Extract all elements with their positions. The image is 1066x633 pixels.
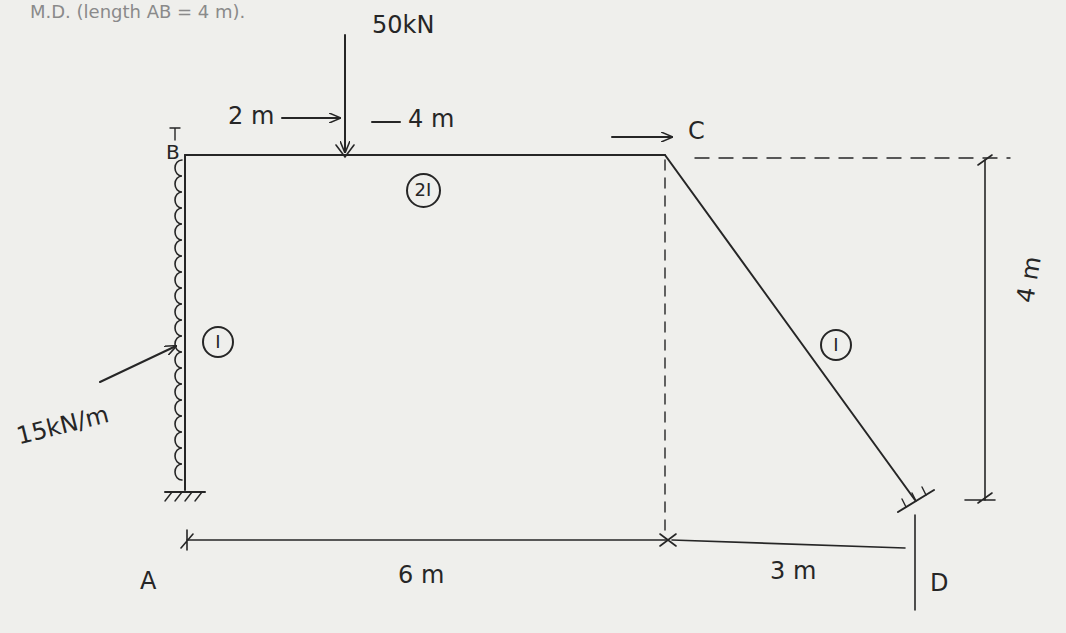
dimension-label: M.D. (length AB = 4 m). [30,2,245,23]
dimension-line [612,136,672,138]
dimension-tick [181,515,915,610]
dimension-label: 6 m [398,562,444,590]
dimension-label: 4 m [1012,254,1047,304]
column-ab [184,155,186,490]
projection-line [695,157,1010,158]
dimension-line [672,540,905,548]
load-point [336,145,354,157]
member-label: I [833,336,838,354]
dimension-label: C [688,118,705,146]
dimension-label: D [930,570,948,598]
dimension-tick [965,155,995,503]
dimension-label: 2 m [228,103,274,131]
dimension-label: A [140,568,156,596]
dimension-label: 4 m [408,106,454,134]
support-hatch [165,492,202,501]
projection-line [664,160,665,535]
member-property-circle: 2I [406,173,441,208]
dimension-line [984,160,986,500]
dimension-line [187,539,668,541]
dimension-label: 3 m [770,558,816,586]
member-label: 2I [415,181,432,199]
dimension-line [372,121,400,123]
inclined-member-cd [665,155,915,500]
tick-mark [170,128,180,140]
dimension-label: 15kN/m [14,401,112,450]
member-property-circle: I [820,329,852,361]
support-hatch [902,487,926,507]
member-property-circle: I [202,326,234,358]
beam-bc [185,154,665,156]
dimension-label: 50kN [372,12,434,40]
udl-arrow [100,346,176,382]
member-label: I [215,333,220,351]
dimension-label: B [166,141,180,164]
dimension-line [282,117,340,119]
udl-symbol [175,160,182,480]
point-load-arrow [344,35,346,152]
